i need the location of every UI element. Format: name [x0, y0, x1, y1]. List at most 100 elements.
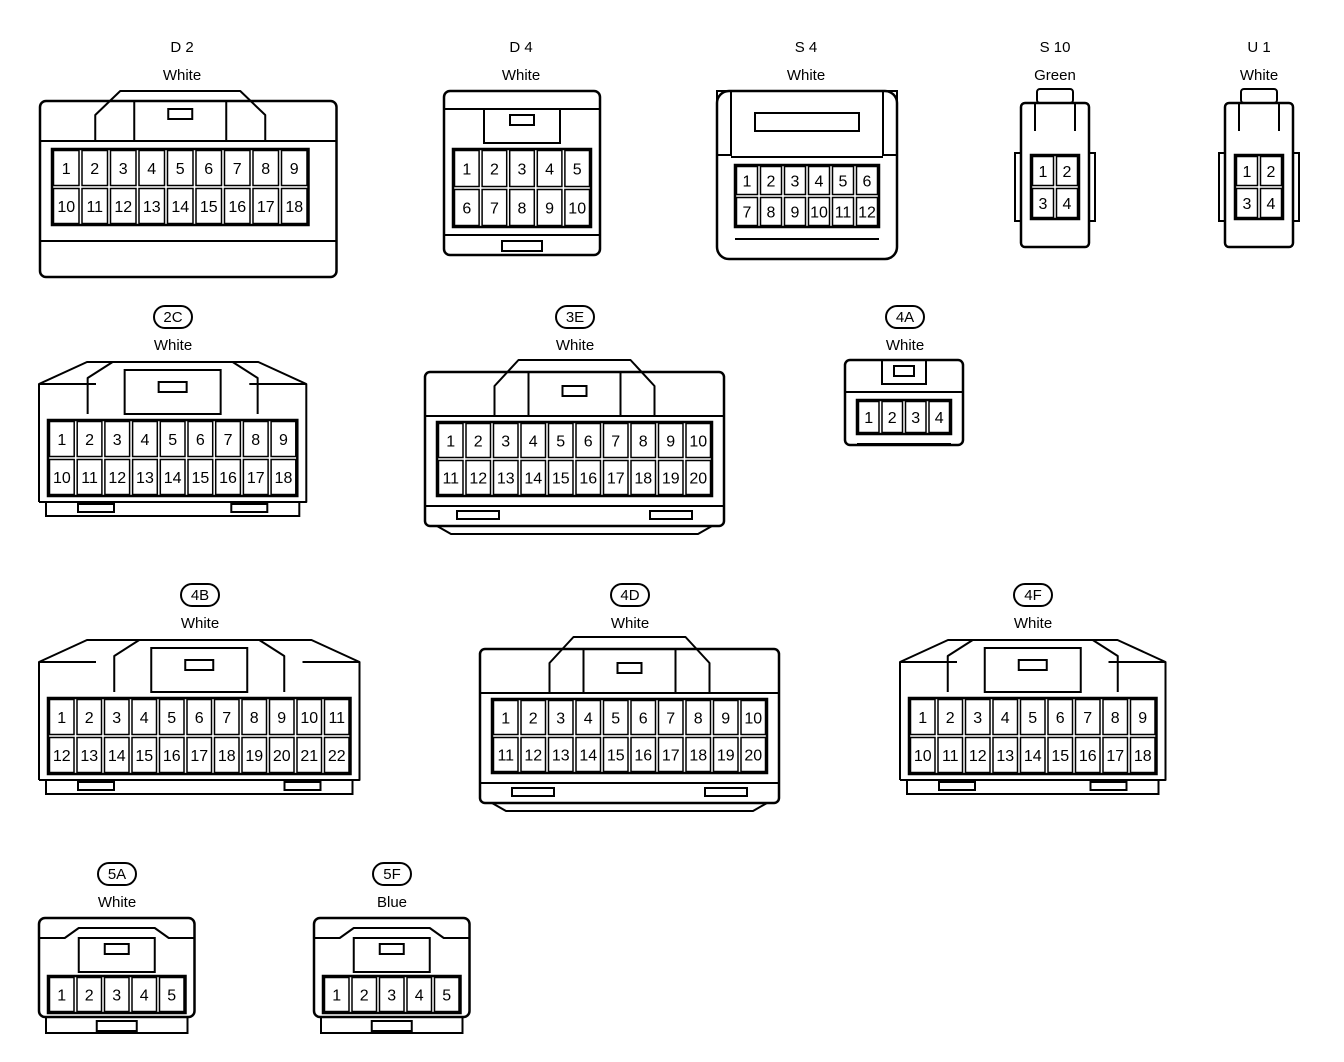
pin-grid-frame	[46, 696, 352, 776]
pin-number: 14	[108, 748, 126, 765]
bottom-rail	[45, 779, 354, 795]
pin-cell	[712, 736, 739, 773]
pin-number: 10	[689, 434, 707, 451]
pin-cell	[1019, 736, 1046, 774]
connector-code-label: 2C	[163, 309, 182, 326]
pin-number: 8	[251, 432, 260, 449]
pin-cell	[48, 458, 75, 496]
pin-number: 17	[257, 199, 275, 216]
latch-tab	[616, 662, 643, 674]
pin-number: 14	[1024, 748, 1042, 765]
rail-slot	[649, 510, 693, 520]
pin-cell	[520, 422, 547, 459]
connector-label-badge	[372, 862, 412, 886]
connector-code-label: 5F	[383, 866, 401, 883]
pin-cell	[685, 699, 712, 736]
connector-color-label: White	[886, 337, 924, 354]
latch-tab	[893, 365, 915, 377]
pin-cell	[964, 698, 991, 736]
rail-slot	[938, 781, 976, 791]
connector-color-label: Blue	[377, 894, 407, 911]
pin-cell	[992, 698, 1019, 736]
pin-cell	[807, 196, 831, 227]
pin-cell	[575, 459, 602, 496]
pin-cell	[481, 188, 508, 227]
pin-cell	[831, 196, 855, 227]
bottom-rail	[45, 501, 301, 517]
pin-number: 14	[171, 199, 189, 216]
pin-number: 4	[545, 162, 554, 179]
pin-cell	[657, 422, 684, 459]
pin-cell	[783, 165, 807, 196]
connector-housing-outline	[113, 639, 140, 692]
pin-cell	[1235, 187, 1259, 219]
pin-number: 2	[85, 710, 94, 727]
pin-number: 11	[81, 470, 98, 487]
pin-number: 9	[666, 434, 675, 451]
pin-number: 19	[245, 748, 263, 765]
pin-cell	[1019, 698, 1046, 736]
pin-cell	[630, 422, 657, 459]
pin-cell	[1102, 736, 1129, 774]
pin-number: 4	[415, 988, 424, 1005]
pin-number: 10	[300, 710, 318, 727]
pin-number: 7	[1083, 710, 1092, 727]
pin-cell	[857, 400, 880, 434]
pin-grid-frame	[855, 398, 953, 436]
pin-number: 17	[247, 470, 265, 487]
pin-number: 6	[584, 434, 593, 451]
pin-number: 7	[233, 161, 242, 178]
pin-cell	[602, 459, 629, 496]
side-rib	[1292, 152, 1300, 222]
pin-number: 6	[1056, 710, 1065, 727]
pin-number: 19	[662, 471, 680, 488]
pin-cell	[187, 458, 214, 496]
connector-code-label: D 4	[509, 39, 532, 56]
pin-number: 9	[721, 711, 730, 728]
latch-tab	[1017, 659, 1048, 671]
connector-color-label: White	[787, 67, 825, 84]
pin-number: 3	[518, 162, 527, 179]
pin-number: 1	[332, 988, 341, 1005]
latch-window	[352, 937, 431, 973]
pin-number: 3	[556, 711, 565, 728]
pin-number: 8	[518, 201, 527, 218]
pin-number: 12	[53, 748, 71, 765]
pin-cell	[48, 976, 75, 1013]
pin-cell	[76, 736, 103, 774]
pin-number: 16	[163, 748, 181, 765]
pin-cell	[252, 149, 280, 187]
pin-cell	[740, 699, 767, 736]
connector-housing-outline	[548, 636, 711, 693]
connector-color-label: White	[1014, 615, 1052, 632]
pin-cell	[242, 420, 269, 458]
pin-cell	[453, 188, 480, 227]
connector-housing-outline	[436, 525, 713, 535]
pin-cell	[296, 698, 323, 736]
rail-slot	[704, 787, 748, 797]
connector-color-label: White	[1240, 67, 1278, 84]
pin-cell	[1259, 187, 1283, 219]
connector-color-label: White	[502, 67, 540, 84]
pin-number: 18	[689, 748, 707, 765]
pin-grid-frame	[490, 697, 769, 775]
pin-number: 7	[224, 432, 233, 449]
pin-cell	[131, 698, 158, 736]
latch-tab	[167, 108, 194, 120]
pin-cell	[547, 736, 574, 773]
pin-number: 16	[219, 470, 237, 487]
latch-tab	[1240, 88, 1278, 104]
outer-housing	[715, 89, 899, 261]
pin-number: 7	[611, 434, 620, 451]
pin-number: 12	[969, 748, 987, 765]
pin-number: 16	[579, 471, 597, 488]
pin-number: 12	[524, 748, 542, 765]
pin-cell	[186, 736, 213, 774]
pin-grid-frame	[1233, 153, 1285, 221]
pin-cell	[268, 698, 295, 736]
pin-grid-frame	[46, 418, 299, 498]
